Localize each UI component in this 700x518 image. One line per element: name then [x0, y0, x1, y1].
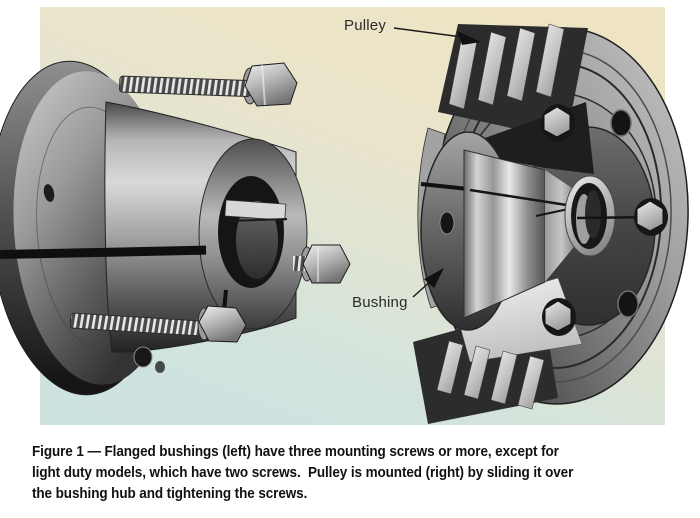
pulley-leader-line: [393, 27, 463, 38]
caption-line-3: the bushing hub and tightening the screw…: [32, 485, 308, 502]
hex-bolt: [636, 200, 664, 232]
hub-split-line: [469, 188, 574, 208]
figure-caption: Figure 1 — Flanged bushings (left) have …: [32, 441, 626, 504]
caption-line-1: Figure 1 — Flanged bushings (left) have …: [32, 443, 559, 460]
screw-head-facet: [261, 64, 266, 106]
bushing-arrowhead-icon: [424, 268, 444, 288]
pulley-arrowhead-icon: [457, 31, 481, 45]
hex-bolt: [543, 106, 571, 138]
hub-bore-core: [585, 190, 601, 238]
pulley-groove-fin: [463, 345, 491, 400]
flange-hole: [133, 346, 153, 368]
bushing-flange-hole: [439, 211, 455, 235]
threaded-hole: [617, 290, 639, 318]
caption-line-2: light duty models, which have two screws…: [32, 464, 574, 481]
flange-bolt-bottom: [542, 298, 576, 336]
pulley-assembly-illustration: [413, 23, 689, 424]
figure-illustration: [0, 23, 689, 424]
mounting-screw-right: [293, 244, 351, 284]
screw-thread: [293, 256, 307, 271]
screw-hex-head: [302, 244, 351, 284]
screw-thread: [119, 75, 252, 97]
pulley-label: Pulley: [344, 17, 387, 34]
pulley-groove-fin: [517, 355, 545, 410]
bushing-split-cut: [0, 245, 207, 259]
label-leaders: [393, 27, 481, 298]
bushing-keyway: [224, 199, 287, 221]
hex-bolt: [544, 300, 572, 332]
screw-hex-head: [198, 305, 247, 343]
pulley-groove-fin: [490, 350, 518, 405]
screw-hex-head: [244, 62, 298, 107]
flanged-bushing-illustration: [0, 60, 351, 396]
pulley-groove-fin: [477, 31, 507, 106]
threaded-hole: [610, 109, 632, 137]
mounting-screw-top: [119, 62, 298, 107]
pulley-groove-fin: [535, 23, 565, 98]
mounting-screw-bottom: [69, 305, 247, 343]
pulley-groove-fin: [506, 27, 536, 102]
flange-hole: [43, 184, 55, 202]
flange-hole: [155, 361, 165, 373]
flange-bolt-top: [541, 104, 575, 142]
flange-bolt-right: [634, 198, 668, 236]
bushing-label: Bushing: [352, 294, 408, 311]
pulley-groove-fin: [436, 340, 464, 395]
keyway-shadow-line: [228, 218, 288, 222]
